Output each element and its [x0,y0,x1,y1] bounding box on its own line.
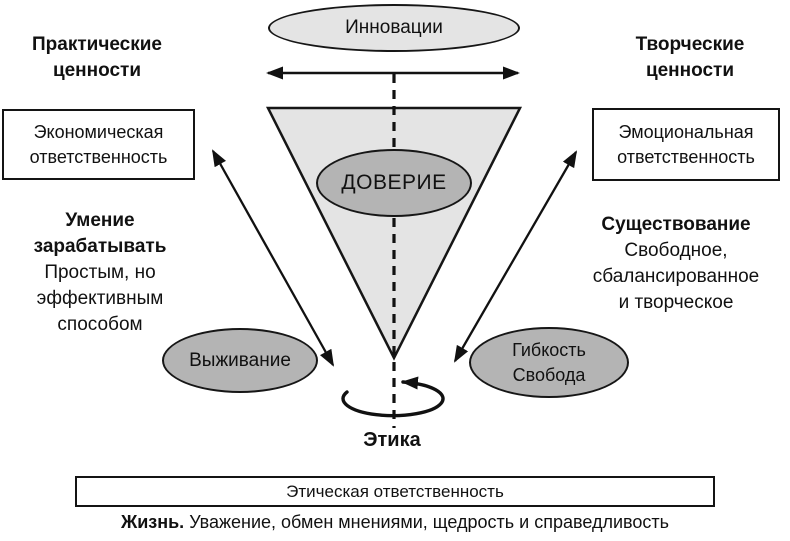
existence-text-block: Существование Свободное, сбалансированно… [584,212,768,316]
earning-text-block: Умение зарабатывать Простым, но эффектив… [8,208,192,338]
ethical-responsibility-box: Этическая ответственность [75,476,715,507]
survival-label: Выживание [189,349,291,371]
economic-responsibility-label: Экономическая ответственность [29,121,168,167]
left-double-arrow-icon [211,149,335,367]
life-caption: Жизнь. Уважение, обмен мнениями, щедрост… [0,512,790,533]
innovations-ellipse: Инновации [268,4,520,52]
creative-values-label: Творческие ценности [635,34,745,81]
earning-subtitle: Простым, но эффективным способом [36,262,164,335]
practical-values-label: Практические ценности [32,34,162,81]
flexibility-freedom-ellipse: Гибкость Свобода [469,327,629,398]
rotation-arrow-icon [341,376,445,418]
emotional-responsibility-box: Эмоциональная ответственность [592,108,780,181]
ethical-responsibility-label: Этическая ответственность [286,481,504,501]
trust-ellipse: ДОВЕРИЕ [316,149,472,217]
life-caption-text: Уважение, обмен мнениями, щедрость и спр… [184,512,670,532]
economic-responsibility-box: Экономическая ответственность [2,109,195,180]
existence-title: Существование [601,214,751,235]
existence-subtitle: Свободное, сбалансированное и творческое [592,240,760,313]
earning-title: Умение зарабатывать [33,210,167,257]
right-double-arrow-icon [453,150,578,363]
survival-ellipse: Выживание [162,328,318,393]
ethics-label: Этика [363,429,421,451]
trust-label: ДОВЕРИЕ [341,171,447,194]
life-caption-title: Жизнь. [120,512,185,532]
emotional-responsibility-label: Эмоциональная ответственность [617,121,755,167]
flexibility-freedom-label: Гибкость Свобода [512,339,586,385]
innovations-label: Инновации [345,17,443,38]
